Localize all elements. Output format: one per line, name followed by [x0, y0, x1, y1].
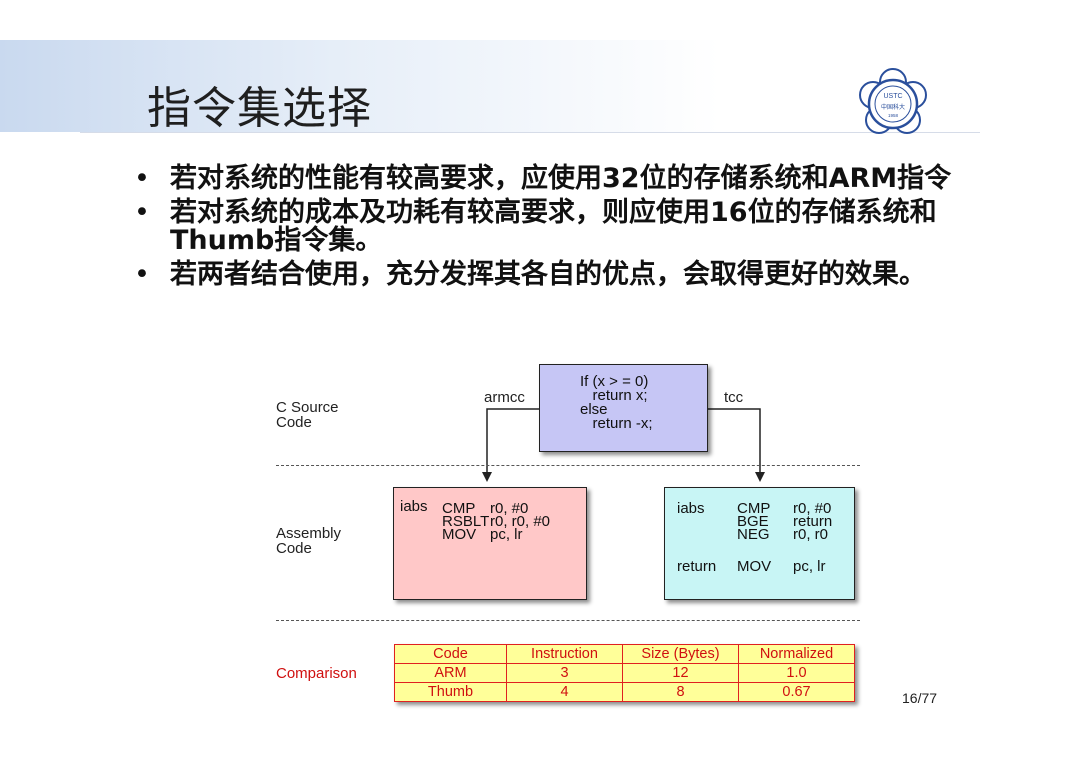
source-line: else — [580, 401, 608, 418]
thumb-op: CMP — [737, 500, 771, 517]
bullet-item: • 若对系统的性能有较高要求，应使用32位的存储系统和ARM指令 — [132, 165, 962, 193]
bullet-dot: • — [134, 259, 150, 290]
thumb-op: NEG — [737, 526, 770, 543]
thumb-args: return — [793, 513, 833, 530]
arm-label: iabs — [400, 498, 428, 515]
table-cell: 8 — [622, 682, 739, 702]
bullet-text: 若对系统的性能有较高要求，应使用32位的存储系统和ARM指令 — [170, 163, 952, 194]
thumb-args: r0, r0 — [793, 526, 829, 543]
table-cell: 3 — [506, 663, 623, 683]
table-row: ARM 3 12 1.0 — [394, 663, 855, 683]
column-header: Normalized — [738, 644, 855, 664]
divider-dashed — [276, 465, 860, 466]
thumb-assembly-box: iabs CMP r0, #0 BGE return NEG r0, r0 re… — [664, 487, 855, 600]
logo-text-year: 1958 — [888, 113, 899, 118]
table-row: Thumb 4 8 0.67 — [394, 682, 855, 702]
table-cell: Thumb — [394, 682, 507, 702]
armcc-label: armcc — [484, 389, 525, 406]
thumb-args: pc, lr — [793, 558, 826, 575]
thumb-op: MOV — [737, 558, 772, 575]
page-number: 16/77 — [902, 690, 938, 706]
tcc-label: tcc — [724, 389, 744, 406]
thumb-label: return — [677, 558, 717, 575]
logo-text-top: USTC — [883, 93, 902, 100]
logo-text-middle: 中国科大 — [881, 103, 905, 111]
table-cell: 0.67 — [738, 682, 855, 702]
table-cell: ARM — [394, 663, 507, 683]
bullet-list: • 若对系统的性能有较高要求，应使用32位的存储系统和ARM指令 • 若对系统的成本… — [132, 165, 962, 295]
source-line: return -x; — [580, 415, 653, 432]
thumb-args: r0, #0 — [793, 500, 832, 517]
bullet-text: 若对系统的成本及功耗有较高要求，则应使用16位的存储系统和Thumb指令集。 — [170, 197, 937, 256]
bullet-dot: • — [134, 197, 150, 228]
arm-op: CMP — [442, 500, 476, 517]
bullet-dot: • — [134, 163, 150, 194]
table-header-row: Code Instruction Size (Bytes) Normalized — [394, 644, 855, 664]
source-line: return x; — [580, 387, 648, 404]
thumb-op: BGE — [737, 513, 769, 530]
bullet-item: • 若两者结合使用，充分发挥其各自的优点，会取得更好的效果。 — [132, 261, 962, 289]
source-line: If (x > = 0) — [580, 373, 649, 390]
arm-args: r0, r0, #0 — [490, 513, 551, 530]
bullet-text: 若两者结合使用，充分发挥其各自的优点，会取得更好的效果。 — [170, 259, 926, 290]
table-cell: 12 — [622, 663, 739, 683]
column-header: Size (Bytes) — [622, 644, 739, 664]
arm-args: pc, lr — [490, 526, 523, 543]
arm-op: MOV — [442, 526, 477, 543]
slide-title: 指令集选择 — [147, 83, 372, 134]
header-band — [0, 40, 960, 132]
table-cell: 1.0 — [738, 663, 855, 683]
arm-args: r0, #0 — [490, 500, 529, 517]
comparison-label: Comparison — [276, 665, 357, 682]
thumb-label: iabs — [677, 500, 705, 517]
flow-arrows — [482, 408, 765, 482]
ustc-logo: USTC 中国科大 1958 — [859, 68, 927, 134]
column-header: Code — [394, 644, 507, 664]
arm-assembly-box: iabs CMP r0, #0 RSBLT r0, r0, #0 MOV pc,… — [393, 487, 587, 600]
comparison-table: Code Instruction Size (Bytes) Normalized… — [394, 644, 855, 702]
divider-dashed — [276, 620, 860, 621]
bullet-item: • 若对系统的成本及功耗有较高要求，则应使用16位的存储系统和Thumb指令集。 — [132, 199, 962, 255]
column-header: Instruction — [506, 644, 623, 664]
table-cell: 4 — [506, 682, 623, 702]
arm-op: RSBLT — [442, 513, 490, 530]
c-source-box: If (x > = 0) return x; else return -x; — [539, 364, 708, 452]
header-divider — [80, 132, 980, 133]
